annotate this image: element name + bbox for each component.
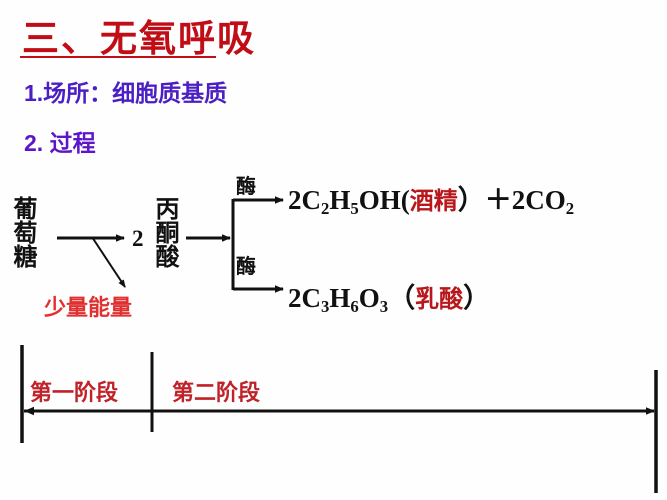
ethanol-sub-1: 2: [321, 199, 330, 219]
lactate-mid-1: H: [329, 283, 351, 313]
bullet-process: 2. 过程: [24, 130, 96, 156]
ethanol-close-paren: ）: [457, 185, 485, 215]
arrow-energy-branch: [91, 236, 126, 288]
product-lactate-formula: 2C3H6O3（乳酸）: [288, 276, 490, 317]
stage-label-first: 第一阶段: [30, 380, 119, 405]
ethanol-mid-1: H: [329, 185, 351, 215]
lactate-open-paren: （: [388, 283, 416, 313]
lactate-sub-2: 6: [350, 297, 359, 317]
co2-plus-term: ＋2CO: [484, 185, 566, 215]
lactate-prefix: 2C: [288, 283, 321, 313]
title-underline: [20, 56, 216, 58]
bullet-location: 1.场所：细胞质基质: [24, 80, 228, 106]
lactate-mid-2: O: [358, 283, 380, 313]
page-title: 三、无氧呼吸: [22, 19, 256, 60]
substrate-glucose: 葡萄糖: [9, 196, 36, 268]
ethanol-mid-2: OH: [358, 185, 401, 215]
ethanol-open-paren: (: [400, 185, 410, 215]
lactate-close-paren: ）: [463, 283, 491, 313]
enzyme-label-bottom: 酶: [236, 256, 256, 278]
lactate-chinese-name: 乳酸: [415, 286, 464, 313]
intermediate-pyruvate: 丙酮酸: [151, 196, 178, 268]
pyruvate-coefficient: 2: [132, 226, 144, 251]
product-ethanol-formula: 2C2H5OH(酒精）＋2CO2: [288, 178, 574, 219]
lactate-sub-1: 3: [321, 297, 330, 317]
ethanol-prefix: 2C: [288, 185, 321, 215]
ethanol-chinese-name: 酒精: [409, 188, 458, 215]
ethanol-sub-2: 5: [350, 199, 359, 219]
energy-release-label: 少量能量: [44, 295, 133, 320]
stage-label-second: 第二阶段: [172, 380, 261, 405]
lactate-sub-3: 3: [379, 297, 389, 317]
co2-sub: 2: [565, 199, 575, 219]
enzyme-label-top: 酶: [236, 176, 256, 198]
